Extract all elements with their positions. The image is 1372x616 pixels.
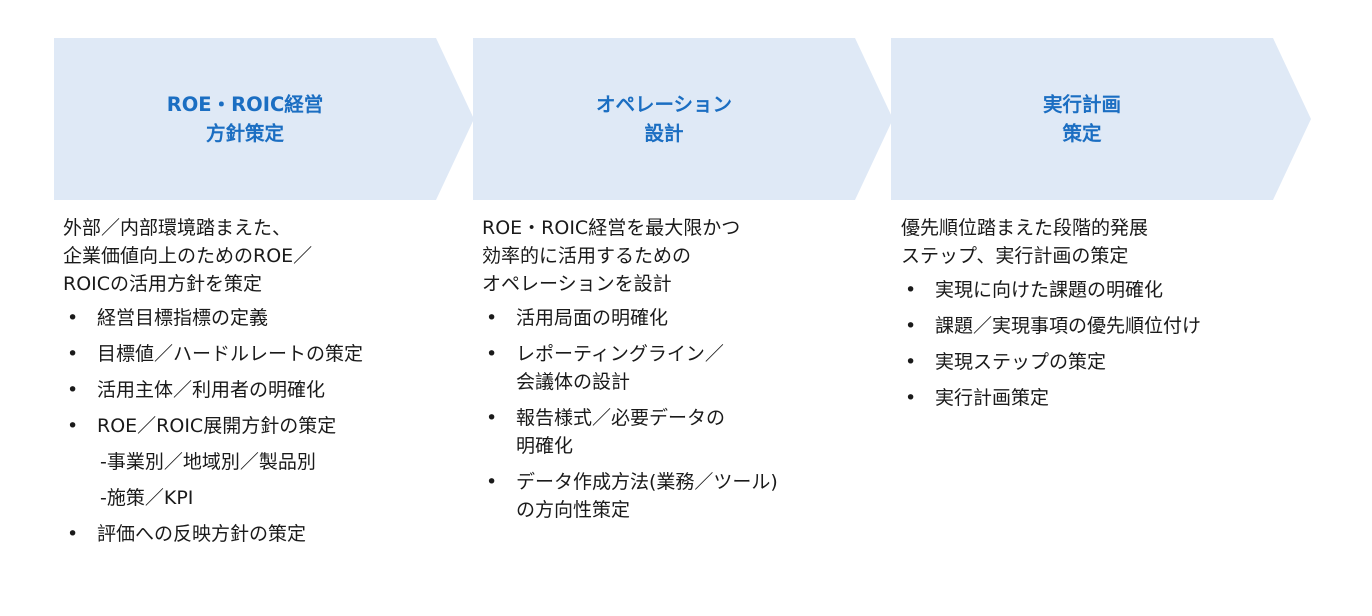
list-item: • 評価への反映方針の策定 <box>63 520 458 548</box>
bullet-text: データ作成方法(業務／ツール) <box>516 471 778 493</box>
bullet-icon: • <box>67 343 79 365</box>
list-item: • 目標値／ハードルレートの策定 <box>63 340 458 368</box>
bullet-icon: • <box>67 415 79 437</box>
step-3-title: 実行計画 策定 <box>891 38 1273 200</box>
bullet-text: 活用主体／利用者の明確化 <box>97 379 326 401</box>
list-item: • 活用主体／利用者の明確化 <box>63 376 458 404</box>
step-1-title-line-2: 方針策定 <box>205 122 284 145</box>
bullet-text: 活用局面の明確化 <box>516 307 669 329</box>
step-2-title-line-1: オペレーション <box>595 93 733 116</box>
step-1-intro-line: 外部／内部環境踏まえた、 <box>63 217 292 239</box>
list-item: • 経営目標指標の定義 <box>63 304 458 332</box>
step-3-title-line-2: 策定 <box>1062 122 1102 145</box>
bullet-icon: • <box>486 407 498 429</box>
step-1-intro-line: 企業価値向上のためのROE／ <box>63 245 313 267</box>
step-2-title-line-2: 設計 <box>644 122 684 145</box>
bullet-text: 実現ステップの策定 <box>935 351 1107 373</box>
step-3-intro-line: 優先順位踏まえた段階的発展 <box>901 217 1149 239</box>
step-3-title-line-1: 実行計画 <box>1042 93 1121 116</box>
sub-bullet-text: -施策／KPI <box>100 487 194 509</box>
bullet-text: の方向性策定 <box>516 499 631 521</box>
step-3-intro-line: ステップ、実行計画の策定 <box>901 245 1129 267</box>
bullet-text: 評価への反映方針の策定 <box>97 523 307 545</box>
step-2-arrow: オペレーション 設計 <box>473 38 893 200</box>
step-2-description: ROE・ROIC経営を最大限かつ 効率的に活用するための オペレーションを設計 … <box>482 214 877 524</box>
list-item: • 実現に向けた課題の明確化 <box>901 276 1341 304</box>
step-3-intro: 優先順位踏まえた段階的発展 ステップ、実行計画の策定 <box>901 214 1341 270</box>
bullet-text: レポーティングライン／ <box>516 343 724 365</box>
step-2-intro-line: ROE・ROIC経営を最大限かつ <box>482 217 741 239</box>
step-1-intro-line: ROICの活用方針を策定 <box>63 273 263 295</box>
bullet-icon: • <box>905 315 917 337</box>
bullet-icon: • <box>486 471 498 493</box>
list-item: • 報告様式／必要データの 明確化 <box>482 404 877 460</box>
step-1-intro: 外部／内部環境踏まえた、 企業価値向上のためのROE／ ROICの活用方針を策定 <box>63 214 458 298</box>
list-item: • 課題／実現事項の優先順位付け <box>901 312 1341 340</box>
step-1-title: ROE・ROIC経営 方針策定 <box>54 38 436 200</box>
bullet-icon: • <box>67 523 79 545</box>
step-2-intro-line: オペレーションを設計 <box>482 273 672 295</box>
bullet-icon: • <box>905 351 917 373</box>
step-3-description: 優先順位踏まえた段階的発展 ステップ、実行計画の策定 • 実現に向けた課題の明確… <box>901 214 1341 412</box>
step-3-bullet-list: • 実現に向けた課題の明確化 • 課題／実現事項の優先順位付け • 実現ステップ… <box>901 276 1341 412</box>
bullet-text: 明確化 <box>516 435 574 457</box>
list-item: • データ作成方法(業務／ツール) の方向性策定 <box>482 468 877 524</box>
bullet-text: 会議体の設計 <box>516 371 631 393</box>
step-3-arrow: 実行計画 策定 <box>891 38 1311 200</box>
step-2-bullet-list: • 活用局面の明確化 • レポーティングライン／ 会議体の設計 • 報告様式／必… <box>482 304 877 524</box>
step-2-title: オペレーション 設計 <box>473 38 855 200</box>
bullet-icon: • <box>486 343 498 365</box>
step-2-intro: ROE・ROIC経営を最大限かつ 効率的に活用するための オペレーションを設計 <box>482 214 877 298</box>
list-item: • 実行計画策定 <box>901 384 1341 412</box>
bullet-text: 経営目標指標の定義 <box>97 307 269 329</box>
bullet-text: 報告様式／必要データの <box>516 407 726 429</box>
sub-bullet-text: -事業別／地域別／製品別 <box>100 451 316 473</box>
bullet-icon: • <box>486 307 498 329</box>
bullet-icon: • <box>905 279 917 301</box>
bullet-icon: • <box>67 379 79 401</box>
step-2-intro-line: 効率的に活用するための <box>482 245 692 267</box>
bullet-text: 課題／実現事項の優先順位付け <box>935 315 1202 337</box>
bullet-text: 実現に向けた課題の明確化 <box>935 279 1164 301</box>
bullet-icon: • <box>905 387 917 409</box>
bullet-text: 目標値／ハードルレートの策定 <box>97 343 364 365</box>
bullet-text: ROE／ROIC展開方針の策定 <box>97 415 337 437</box>
step-1-arrow: ROE・ROIC経営 方針策定 <box>54 38 474 200</box>
list-item: • レポーティングライン／ 会議体の設計 <box>482 340 877 396</box>
step-1-bullet-list: • 経営目標指標の定義 • 目標値／ハードルレートの策定 • 活用主体／利用者の… <box>63 304 458 548</box>
bullet-icon: • <box>67 307 79 329</box>
step-1-description: 外部／内部環境踏まえた、 企業価値向上のためのROE／ ROICの活用方針を策定… <box>63 214 458 548</box>
step-1-title-line-1: ROE・ROIC経営 <box>166 93 324 116</box>
bullet-text: 実行計画策定 <box>935 387 1050 409</box>
list-item: • 活用局面の明確化 <box>482 304 877 332</box>
list-item: • 実現ステップの策定 <box>901 348 1341 376</box>
list-item: • ROE／ROIC展開方針の策定 -事業別／地域別／製品別 -施策／KPI <box>63 412 458 512</box>
